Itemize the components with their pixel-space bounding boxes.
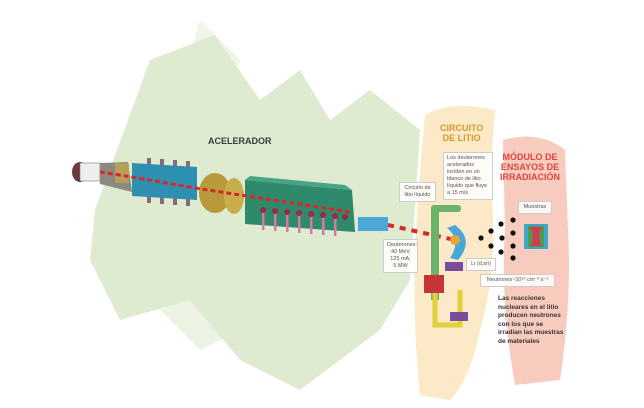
- module-background: [503, 136, 569, 385]
- accelerator: [72, 158, 456, 242]
- sample-block: [524, 224, 548, 249]
- neutron-flux-label: Neutrones~10¹⁴ cm⁻² s⁻¹: [480, 274, 555, 287]
- test-module-title: MÓDULO DE ENSAYOS DE IRRADIACIÓN: [500, 152, 560, 182]
- param-line: 40 MeV: [391, 249, 410, 255]
- explanation-text: Las reacciones nucleares en el litio pro…: [498, 295, 564, 345]
- param-line: 5 MW: [393, 263, 408, 269]
- neutron-dots: [478, 217, 516, 261]
- param-line: 125 mA,: [390, 256, 411, 262]
- param-line: Deuterones:: [387, 242, 417, 248]
- module-title-line: ENSAYOS DE: [500, 162, 560, 172]
- deuterons-params-label: Deuterones: 40 MeV 125 mA, 5 MW: [383, 239, 418, 273]
- lithium-title-line: CIRCUITO: [440, 123, 484, 133]
- liquid-lithium-circuit-label: Circuito de litio líquido: [399, 182, 436, 202]
- module-title-line: MÓDULO DE: [502, 152, 558, 162]
- lithium-circuit-title: CIRCUITO DE LITIO: [440, 123, 483, 143]
- lithium-title-line: DE LITIO: [442, 133, 481, 143]
- module-title-line: IRRADIACIÓN: [500, 172, 560, 182]
- lithium-loop: [424, 205, 468, 328]
- samples-label: Muestras: [518, 201, 552, 214]
- reaction-label: Li (d,xn): [466, 258, 496, 271]
- deuterons-incident-label: Los deuterones acelerados inciden en un …: [443, 152, 493, 200]
- accelerator-title: ACELERADOR: [208, 136, 272, 146]
